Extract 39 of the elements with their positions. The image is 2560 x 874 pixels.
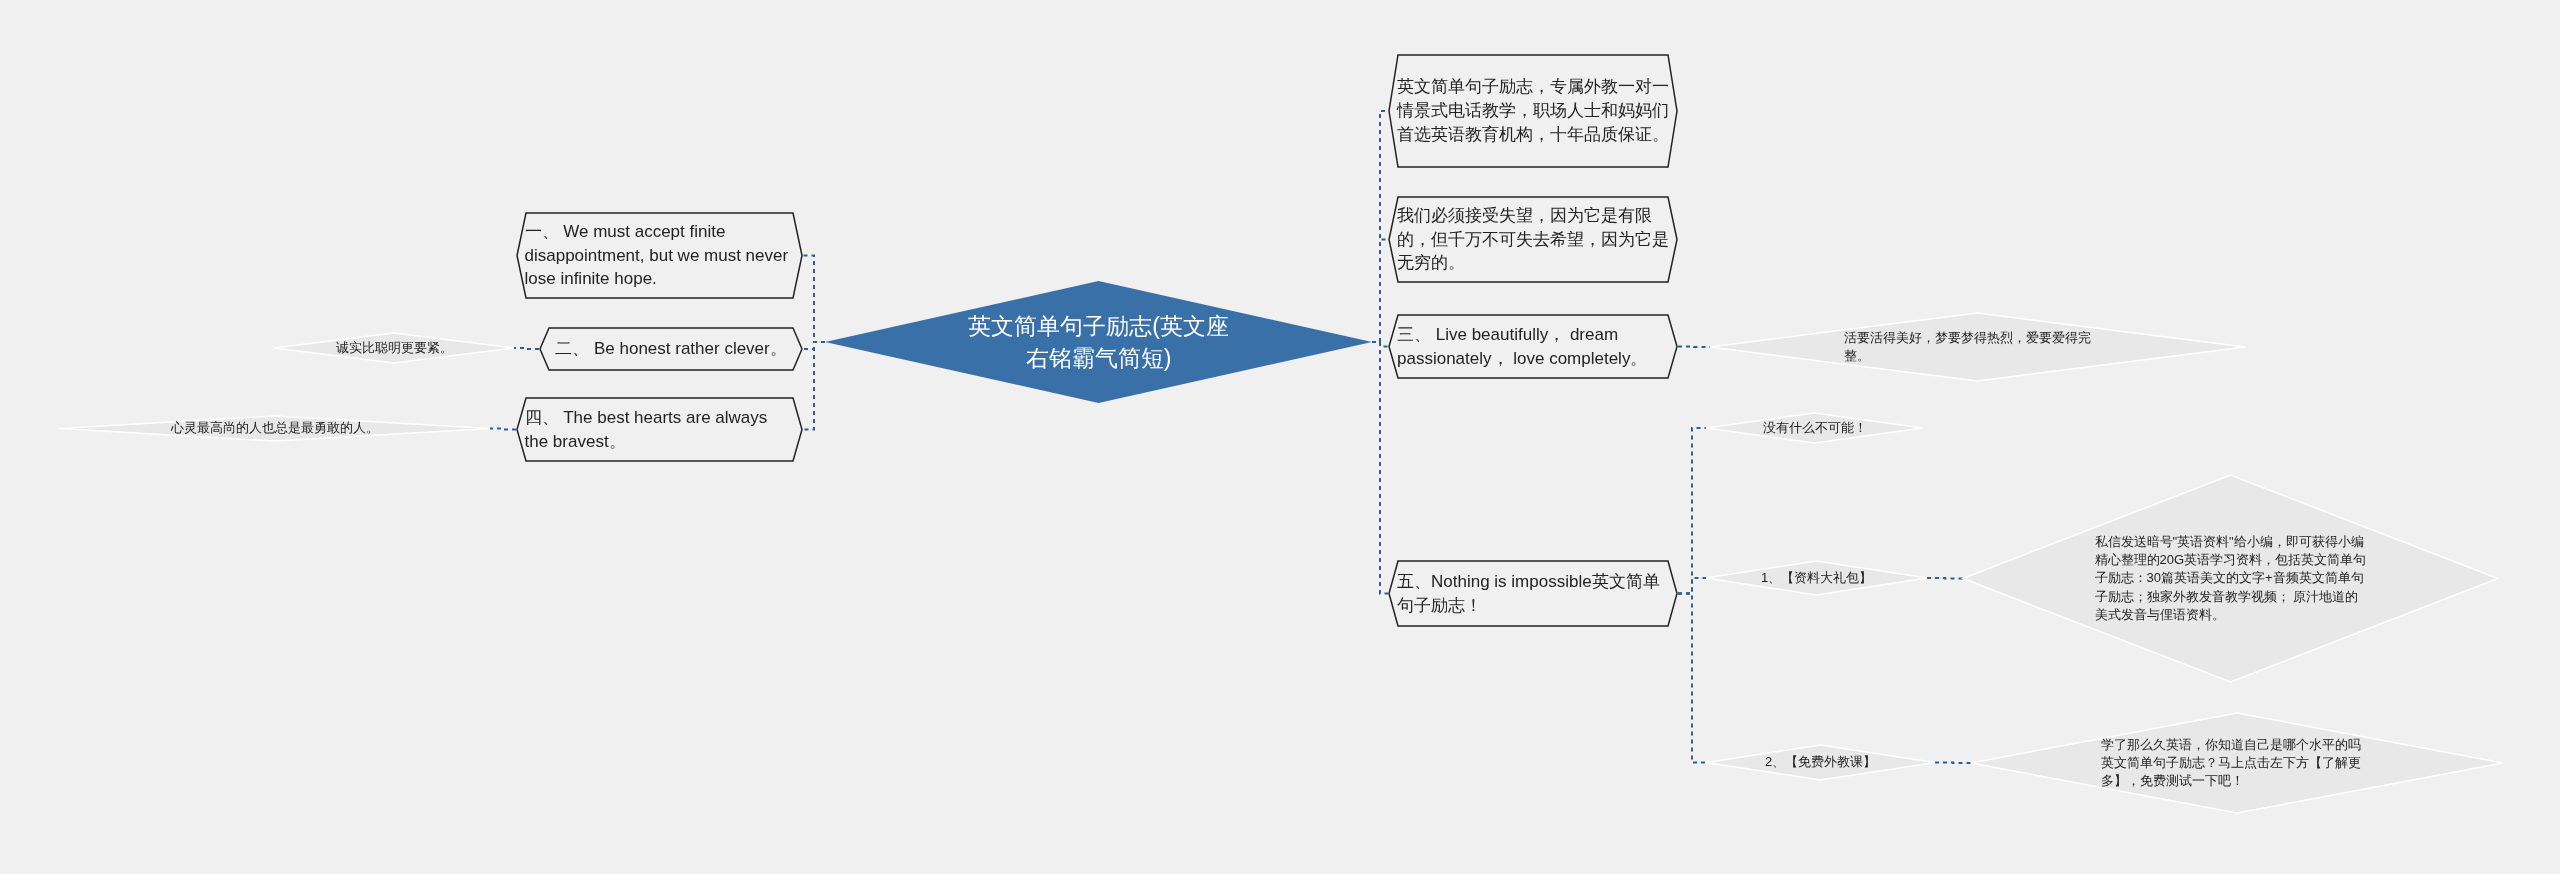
diamond-node — [1710, 313, 2245, 381]
node-text: 英文简单句子励志，专属外教一对一情景式电话教学，职场人士和妈妈们首选英语教育机构，十年品质保证。 — [1397, 76, 1669, 146]
diamond-node — [1963, 475, 2498, 682]
connector-line — [802, 341, 826, 431]
node-text: 诚实比聪明更要紧。 — [335, 338, 453, 357]
connector-line — [1371, 341, 1389, 595]
diamond-node — [1971, 713, 2503, 813]
hexagon-box — [539, 327, 803, 371]
node-text: 英文简单句子励志(英文座右铭霸气简短) — [967, 311, 1230, 373]
node-text: 学了那么久英语，你知道自己是哪个水平的吗英文简单句子励志？马上点击左下方【了解更多】，免费测试一下吧！ — [2101, 735, 2362, 791]
connector-line — [1926, 577, 1964, 580]
hexagon-box — [1388, 314, 1678, 379]
diamond-node — [1706, 561, 1927, 595]
connector-line — [1934, 761, 1972, 764]
hexagon-box — [1388, 560, 1678, 627]
node-text: 活要活得美好，梦要梦得热烈，爱要爱得完整。 — [1843, 328, 2092, 365]
node-text: 心灵最高尚的人也总是最勇敢的人。 — [170, 419, 379, 438]
hexagon-box — [1388, 196, 1678, 283]
hexagon-box — [516, 212, 803, 299]
diamond-node — [274, 333, 514, 363]
node-text: 三、 Live beautifully， dream passionately， love completely。 — [1397, 323, 1649, 370]
connector-line — [489, 427, 517, 431]
node-text: 二、 Be honest rather clever。 — [555, 338, 787, 361]
diamond-node — [1706, 745, 1935, 780]
node-text: 没有什么不可能！ — [1762, 418, 1867, 437]
node-text: 一、 We must accept finite disappointment, but we must never lose infinite hope. — [524, 220, 790, 291]
hexagon-box — [516, 397, 803, 462]
node-text: 我们必须接受失望，因为它是有限的，但千万不可失去希望，因为它是无穷的。 — [1397, 204, 1669, 275]
connector-line — [513, 347, 540, 350]
hexagon-box — [1388, 54, 1678, 168]
diamond-node — [59, 416, 490, 441]
node-text: 1、【资料大礼包】 — [1760, 568, 1873, 587]
node-text: 2、【免费外教课】 — [1764, 753, 1877, 772]
node-text: 私信发送暗号"英语资料"给小编，即可获得小编精心整理的20G英语学习资料，包括英文简单句子励志：30篇英语美文的文字+音频英文简单句子励志；独家外教发音教学视频； 原汁地道的美式发音与俚语资料。 — [2094, 533, 2367, 624]
connector-line — [1677, 592, 1707, 764]
node-text: 五、Nothing is impossible英文简单句子励志！ — [1397, 570, 1661, 617]
central-topic-diamond — [825, 281, 1372, 403]
diamond-node — [1706, 413, 1923, 443]
node-text: 四、 The best hearts are always the bravest。 — [524, 406, 769, 453]
